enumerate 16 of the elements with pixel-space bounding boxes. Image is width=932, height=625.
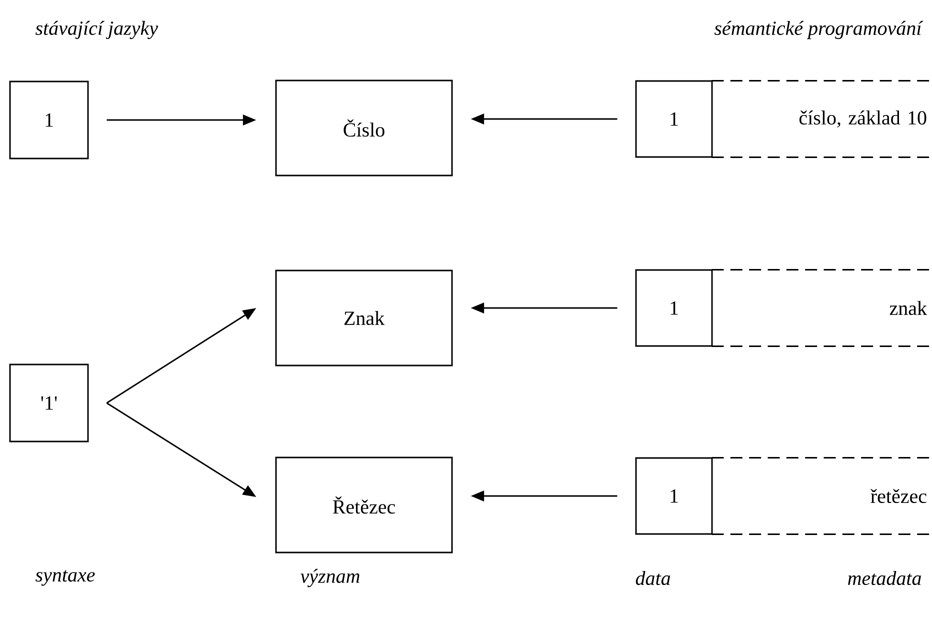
metadata-field: číslo, základ 10 — [712, 80, 932, 158]
value-box: 1 — [635, 80, 713, 158]
value-box: 1 — [635, 457, 713, 535]
metadata-field: řetězec — [712, 457, 932, 535]
column-label: data — [636, 570, 670, 586]
meaning-box: Řetězec — [275, 456, 453, 554]
meaning-box: Znak — [275, 270, 453, 366]
value-box: 1 — [635, 269, 713, 347]
column-label: metadata — [848, 570, 921, 586]
metadata-field: znak — [712, 269, 932, 347]
heading-label: stávající jazyky — [36, 20, 158, 40]
value-box: '1' — [9, 364, 89, 442]
column-label: syntaxe — [36, 570, 95, 586]
meaning-box: Číslo — [275, 80, 453, 176]
heading-label: sémantické programování — [714, 20, 924, 40]
value-box: 1 — [9, 80, 89, 160]
